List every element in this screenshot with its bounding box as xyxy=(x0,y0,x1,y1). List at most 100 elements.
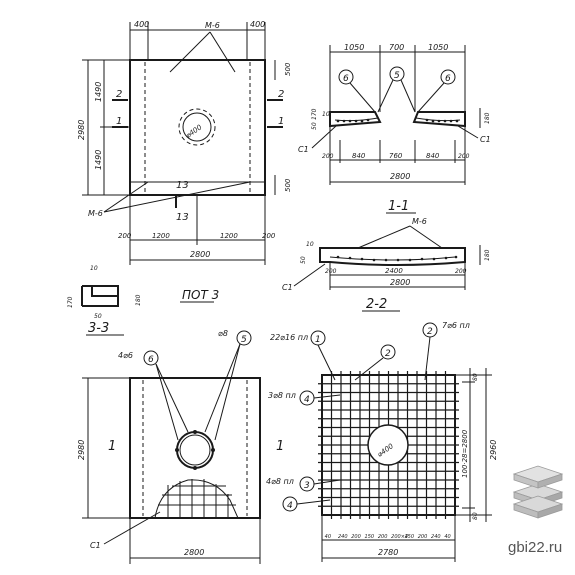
plan-view: 400 400 М-6 2980 1490 1490 500 500 2 2 1… xyxy=(77,20,292,265)
plan-hole xyxy=(182,112,212,142)
section22-inner-dim-3: 200 xyxy=(455,268,467,275)
section22-c1: С1 xyxy=(282,283,293,292)
rebar-callout-2b: 2 xyxy=(427,327,433,337)
plan-height-lower: 1490 xyxy=(94,150,103,170)
rebar-top-label-left: 22⌀16 пл xyxy=(270,333,308,342)
section11-c1-left: С1 xyxy=(298,145,309,154)
plan-bottom-dim-2: 1200 xyxy=(152,232,170,240)
plan-section-13-bottom: 13 xyxy=(176,212,189,223)
rebar-left-label-1: 3⌀8 пл xyxy=(268,391,296,400)
section33-hole xyxy=(176,431,214,469)
section11-right-dim: 180 xyxy=(484,112,491,124)
section11-dim-top-3: 1050 xyxy=(428,43,448,52)
plan-section-1-right: 1 xyxy=(278,116,284,127)
pot3-profile xyxy=(81,285,119,307)
pot3-dim-2: 170 xyxy=(67,296,74,308)
rebar-callout-4b: 4 xyxy=(287,501,293,511)
section11-bottom-dim-4: 840 xyxy=(426,152,440,160)
plan-height-upper: 1490 xyxy=(94,82,103,102)
section22-left-dim-1: 50 xyxy=(300,256,307,264)
pot3-detail: 10 170 50 180 ПОТ 3 xyxy=(67,265,219,320)
section22-slab xyxy=(319,247,466,266)
rebar-right-dim-3: 80 xyxy=(472,512,479,520)
rebar-plan: 22⌀16 пл 1 2 2 7⌀6 пл ⌀400 3⌀8 пл 4 4⌀8 … xyxy=(266,321,498,562)
stacked-slabs-icon xyxy=(512,465,564,519)
pot3-dim-4: 180 xyxy=(135,294,142,306)
plan-mark-m6-bottom: М-6 xyxy=(88,209,103,218)
plan-section-13-top: 13 xyxy=(176,180,189,191)
pot3-title: ПОТ 3 xyxy=(182,288,219,302)
rebar-bottom-dim: 150 xyxy=(404,534,414,540)
rebar-callout-1: 1 xyxy=(315,335,321,345)
section11-bottom-dim-1: 200 xyxy=(322,153,334,160)
rebar-right-dim-1: 80 xyxy=(472,373,479,381)
section-3-3: 3-3 ⌀8 4⌀6 6 5 1 1 2980 С1 xyxy=(77,321,284,564)
section11-dim-top-1: 1050 xyxy=(344,43,364,52)
rebar-mesh xyxy=(318,371,459,519)
section33-bar-label-8: ⌀8 xyxy=(218,329,228,338)
plan-section-2-right: 2 xyxy=(278,89,284,100)
rebar-right-dim-2: 100·28=2800 xyxy=(461,429,469,478)
section11-callout-6-right: 6 xyxy=(445,74,451,84)
section22-width-total: 2800 xyxy=(390,278,410,287)
rebar-bottom-dim: 240 xyxy=(431,534,441,540)
rebar-bottom-dim: 240 xyxy=(338,534,348,540)
section33-height: 2980 xyxy=(77,440,86,460)
plan-section-1-left: 1 xyxy=(116,116,122,127)
rebar-hole xyxy=(367,424,409,466)
plan-hole-label: ⌀400 xyxy=(184,123,203,140)
section11-bottom-dim-3: 760 xyxy=(389,152,403,160)
section22-inner-dim-1: 200 xyxy=(325,268,337,275)
rebar-width-total: 2780 xyxy=(378,548,398,557)
section11-bottom-dim-2: 840 xyxy=(352,152,366,160)
section-1-1: 1050 700 1050 6 5 6 170 50 10 180 С1 С1 xyxy=(298,43,491,214)
section22-mark-m6: М-6 xyxy=(412,217,427,226)
section11-left-dim-1: 170 xyxy=(311,108,318,120)
section11-slab-right xyxy=(412,111,466,128)
section11-slab-left xyxy=(329,111,382,128)
section33-c1: С1 xyxy=(90,541,101,550)
rebar-callout-4a: 4 xyxy=(304,395,310,405)
section22-right-dim: 180 xyxy=(484,249,491,261)
section22-inner-dim-2: 2400 xyxy=(385,267,403,275)
section22-left-dim-2: 10 xyxy=(306,241,314,248)
section11-left-dim-2: 50 xyxy=(311,122,318,130)
plan-height-total: 2980 xyxy=(77,120,86,140)
section22-title: 2-2 xyxy=(366,297,387,312)
section33-callout-5: 5 xyxy=(241,335,247,345)
section11-callout-5: 5 xyxy=(394,71,400,81)
section11-callout-6-left: 6 xyxy=(343,74,349,84)
section11-c1-right: С1 xyxy=(480,135,491,144)
rebar-bottom-dim: 150 xyxy=(365,534,375,540)
pot3-dim-1: 10 xyxy=(90,265,98,272)
section33-title: 3-3 xyxy=(88,321,109,336)
rebar-bottom-dim: 40 xyxy=(444,534,450,540)
rebar-bottom-dim: 200 xyxy=(351,534,361,540)
plan-right-dim-top: 500 xyxy=(284,62,292,76)
section11-width-total: 2800 xyxy=(390,172,410,181)
section33-bar-label-4: 4⌀6 xyxy=(118,351,133,360)
section33-callout-6: 6 xyxy=(148,355,154,365)
section-2-2: М-6 50 10 180 С1 200 2400 200 2800 2-2 xyxy=(282,217,491,312)
rebar-bottom-dim: 200×4 xyxy=(391,534,408,540)
rebar-callout-2a: 2 xyxy=(385,349,391,359)
plan-bottom-dim-3: 1200 xyxy=(220,232,238,240)
plan-dim-top-right: 400 xyxy=(250,20,265,29)
plan-mark-m6: М-6 xyxy=(205,21,220,30)
rebar-bottom-dim: 40 xyxy=(325,534,331,540)
pot3-dim-3: 50 xyxy=(94,313,102,320)
section33-label-1-left: 1 xyxy=(108,439,116,454)
section33-outline xyxy=(129,377,261,519)
section11-left-dim-3: 10 xyxy=(322,111,330,118)
plan-section-2-left: 2 xyxy=(116,89,122,100)
watermark-text: gbi22.ru xyxy=(508,539,562,556)
section33-label-1-right: 1 xyxy=(276,439,284,454)
plan-dim-top-left: 400 xyxy=(134,20,149,29)
plan-width-total: 2800 xyxy=(190,250,210,259)
section33-mesh-patch xyxy=(154,479,239,519)
rebar-height-total: 2960 xyxy=(489,440,498,460)
rebar-top-label-right: 7⌀6 пл xyxy=(442,321,470,330)
rebar-bottom-dim: 200 xyxy=(418,534,428,540)
